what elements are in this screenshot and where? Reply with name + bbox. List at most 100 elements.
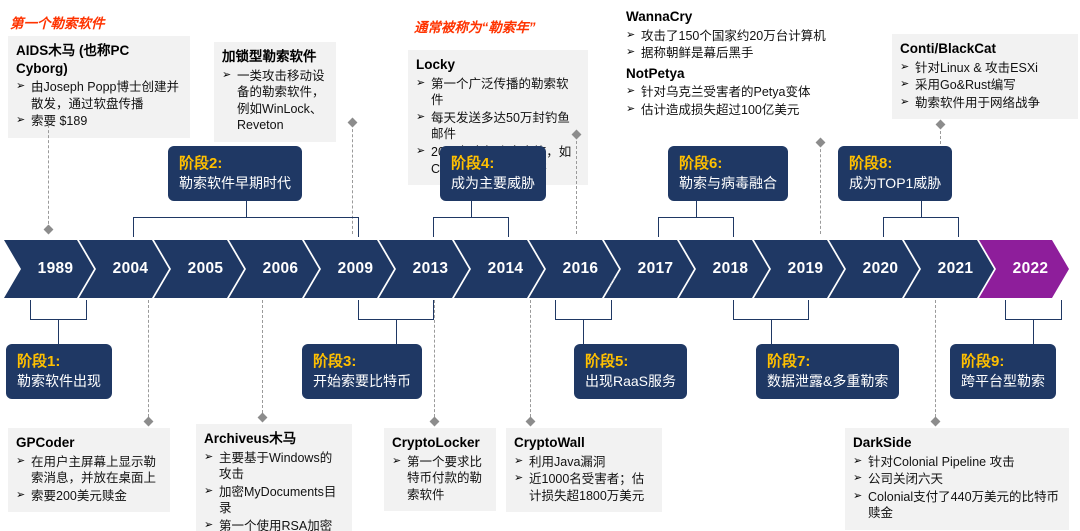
- callout-title: CryptoLocker: [392, 435, 480, 450]
- callout-cryptowall: CryptoWall 利用Java漏洞 近1000名受害者；估计损失超1800万…: [506, 428, 662, 513]
- stage-label: 阶段6:: [679, 155, 723, 172]
- bullet: 加密MyDocuments目录: [204, 484, 344, 517]
- stage-label: 阶段5:: [585, 353, 629, 370]
- year-label: 2006: [262, 260, 299, 277]
- stage-stem: [771, 320, 772, 344]
- year-label: 1989: [37, 260, 74, 277]
- connector-line: [940, 126, 941, 144]
- callout-bullets: 针对乌克兰受害者的Petya变体 估计造成损失超过100亿美元: [626, 84, 838, 118]
- stage-bracket: [30, 300, 87, 320]
- callout-title: WannaCry: [626, 9, 693, 24]
- year-label: 2004: [112, 260, 149, 277]
- connector-diamond: [525, 416, 536, 427]
- connector-diamond: [429, 416, 440, 427]
- stage-text: 成为主要威胁: [451, 175, 535, 192]
- callout-bullets: 利用Java漏洞 近1000名受害者；估计损失超1800万美元: [514, 454, 654, 505]
- bullet: 利用Java漏洞: [514, 454, 654, 471]
- connector-line: [935, 300, 936, 422]
- stage-3-box: 阶段3: 开始索要比特币: [302, 344, 422, 400]
- bullet: 索要200美元赎金: [16, 488, 162, 505]
- bullet: 由Joseph Popp博士创建并散发，通过软盘传播: [16, 79, 182, 112]
- stage-bracket: [658, 217, 734, 237]
- callout-title: Conti/BlackCat: [900, 41, 997, 56]
- callout-wannacry-notpetya: WannaCry 攻击了150个国家约20万台计算机 据称朝鲜是幕后黑手 Not…: [622, 8, 842, 120]
- year-label: 2022: [1012, 260, 1049, 277]
- callout-title: 加锁型勒索软件: [222, 49, 317, 64]
- bullet: 一类攻击移动设备的勒索软件，例如WinLock、Reveton: [222, 68, 328, 135]
- stage-label: 阶段8:: [849, 155, 893, 172]
- stage-bracket: [358, 300, 434, 320]
- year-label: 2018: [712, 260, 749, 277]
- stage-stem: [396, 320, 397, 344]
- stage-bracket: [883, 217, 959, 237]
- callout-bullets: 攻击了150个国家约20万台计算机 据称朝鲜是幕后黑手: [626, 28, 838, 62]
- stage-bracket: [133, 217, 359, 237]
- connector-diamond: [257, 412, 268, 423]
- callout-gpcoder: GPCoder 在用户主屏幕上显示勒索消息，并放在桌面上 索要200美元赎金: [8, 428, 170, 513]
- connector-line: [530, 300, 531, 422]
- stage-stem: [58, 320, 59, 344]
- stage-label: 阶段2:: [179, 155, 223, 172]
- callout-title: Archiveus木马: [204, 431, 297, 446]
- callout-darkside: DarkSide 针对Colonial Pipeline 攻击 公司关闭六天 C…: [845, 428, 1069, 531]
- callout-title: AIDS木马 (也称PC Cyborg): [16, 43, 130, 76]
- callout-title: DarkSide: [853, 435, 912, 450]
- stage-text: 勒索与病毒融合: [679, 175, 777, 192]
- stage-label: 阶段7:: [767, 353, 811, 370]
- callout-bullets: 由Joseph Popp博士创建并散发，通过软盘传播 索要 $189: [16, 79, 182, 130]
- callout-title: Locky: [416, 57, 456, 72]
- stage-bracket: [1005, 300, 1062, 320]
- stage-text: 跨平台型勒索: [961, 373, 1045, 390]
- callout-bullets: 在用户主屏幕上显示勒索消息，并放在桌面上 索要200美元赎金: [16, 454, 162, 505]
- callout-archiveus: Archiveus木马 主要基于Windows的攻击 加密MyDocuments…: [196, 424, 352, 531]
- bullet: 在用户主屏幕上显示勒索消息，并放在桌面上: [16, 454, 162, 487]
- stage-9-box: 阶段9: 跨平台型勒索: [950, 344, 1056, 400]
- callout-bullets: 针对Linux & 攻击ESXi 采用Go&Rust编写 勒索软件用于网络战争: [900, 60, 1070, 112]
- bullet: 第一个广泛传播的勒索软件: [416, 76, 580, 109]
- bullet: 第一个要求比特币付款的勒索软件: [392, 454, 488, 504]
- connector-line: [434, 300, 435, 422]
- connector-line: [576, 136, 577, 234]
- stage-label: 阶段3:: [313, 353, 357, 370]
- bullet: 主要基于Windows的攻击: [204, 450, 344, 483]
- stage-label: 阶段9:: [961, 353, 1005, 370]
- bullet: 针对乌克兰受害者的Petya变体: [626, 84, 838, 101]
- year-label: 2014: [487, 260, 524, 277]
- year-label: 2021: [937, 260, 974, 277]
- connector-diamond: [347, 117, 358, 128]
- year-label: 2009: [337, 260, 374, 277]
- stage-text: 勒索软件出现: [17, 373, 101, 390]
- bullet: 第一个使用RSA加密的勒索软件: [204, 518, 344, 531]
- connector-diamond: [935, 119, 946, 130]
- stage-1-box: 阶段1: 勒索软件出现: [6, 344, 112, 400]
- callout-title: CryptoWall: [514, 435, 585, 450]
- stage-bracket: [555, 300, 612, 320]
- connector-line: [48, 120, 49, 234]
- stage-2-box: 阶段2: 勒索软件早期时代: [168, 146, 302, 202]
- bullet: 据称朝鲜是幕后黑手: [626, 45, 838, 62]
- stage-text: 出现RaaS服务: [585, 373, 677, 390]
- connector-diamond: [930, 416, 941, 427]
- stage-7-box: 阶段7: 数据泄露&多重勒索: [756, 344, 900, 400]
- stage-5-box: 阶段5: 出现RaaS服务: [574, 344, 688, 400]
- timeline-chevron-1989: 1989: [4, 240, 94, 298]
- stage-8-box: 阶段8: 成为TOP1威胁: [838, 146, 953, 202]
- stage-bracket: [433, 217, 509, 237]
- annotation-ransomware-year: 通常被称为“勒索年”: [414, 20, 536, 35]
- callout-aids-trojan: AIDS木马 (也称PC Cyborg) 由Joseph Popp博士创建并散发…: [8, 36, 190, 138]
- connector-diamond: [43, 224, 54, 235]
- year-label: 2020: [862, 260, 899, 277]
- bullet: 索要 $189: [16, 113, 182, 130]
- stage-stem: [583, 320, 584, 344]
- callout-locker-ransomware: 加锁型勒索软件 一类攻击移动设备的勒索软件，例如WinLock、Reveton: [214, 42, 336, 143]
- stage-text: 勒索软件早期时代: [179, 175, 291, 192]
- year-label: 2013: [412, 260, 449, 277]
- bullet: 勒索软件用于网络战争: [900, 95, 1070, 112]
- callout-title: GPCoder: [16, 435, 75, 450]
- bullet: 针对Colonial Pipeline 攻击: [853, 454, 1061, 471]
- connector-diamond: [143, 416, 154, 427]
- stage-stem: [1033, 320, 1034, 344]
- stage-label: 阶段4:: [451, 155, 495, 172]
- year-label: 2005: [187, 260, 224, 277]
